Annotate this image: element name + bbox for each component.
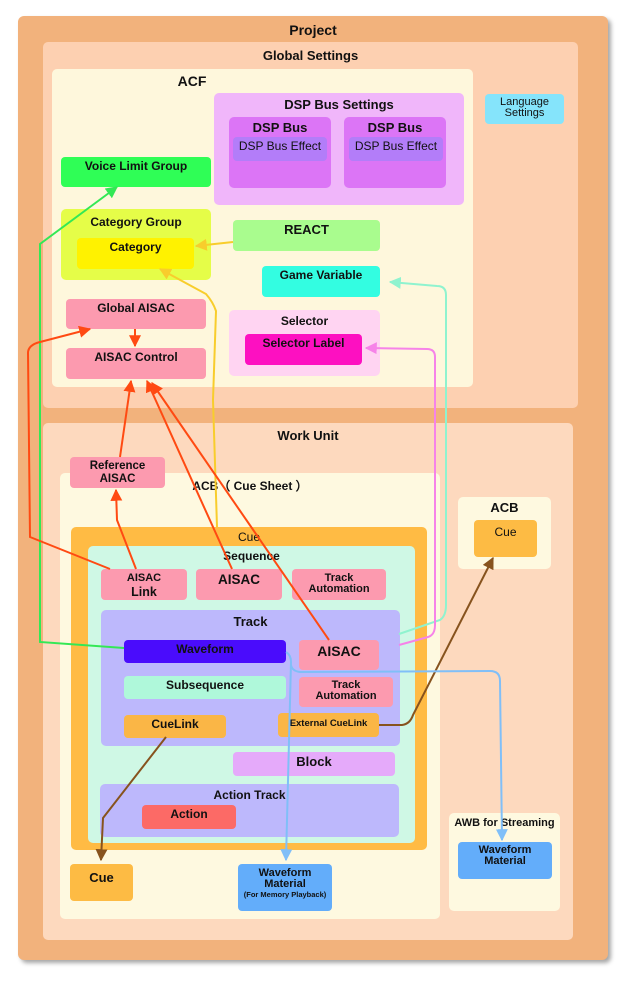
sequence-label: Sequence (223, 549, 280, 563)
cuelink-node[interactable]: CueLink (124, 715, 226, 738)
category-group-label: Category Group (90, 215, 182, 229)
awb-streaming-label: AWB for Streaming (454, 817, 555, 829)
global-settings-label: Global Settings (262, 48, 359, 63)
reference-aisac-node[interactable]: Reference AISAC (70, 457, 165, 488)
waveform-material-line1: Waveform (258, 867, 312, 879)
selector-label-heading: Selector (280, 314, 329, 328)
block-node[interactable]: Block (233, 752, 395, 776)
waveform-material-line3: (For Memory Playback) (243, 890, 327, 899)
track-label: Track (233, 614, 268, 629)
global-aisac-node[interactable]: Global AISAC (66, 299, 206, 329)
cue-label: Cue (237, 530, 260, 544)
track-track-automation-node[interactable]: Track Automation (299, 677, 393, 707)
category-node[interactable]: Category (77, 238, 194, 269)
action-track-label: Action Track (213, 788, 286, 802)
dsp-bus-effect-1[interactable]: DSP Bus Effect (233, 137, 327, 161)
dsp-bus-2-label: DSP Bus (367, 120, 423, 135)
reference-aisac-line2: AISAC (99, 473, 136, 485)
aisac-link-node[interactable]: AISAC Link (101, 569, 187, 600)
acb-cue-node[interactable]: Cue (474, 520, 537, 557)
track-aisac-node[interactable]: AISAC (299, 640, 379, 670)
aisac-link-line1: AISAC (126, 572, 162, 584)
reference-aisac-line1: Reference (89, 460, 146, 472)
selector-label-node[interactable]: Selector Label (245, 334, 362, 365)
language-settings-line1: Language (500, 96, 549, 108)
dsp-bus-settings-label: DSP Bus Settings (284, 97, 394, 112)
waveform-material-line2: Material (264, 878, 306, 890)
awb-material-line1: Waveform (478, 844, 532, 856)
track-automation-line2: Automation (315, 690, 377, 702)
acb-label: ACB (490, 500, 519, 515)
aisac-control-node[interactable]: AISAC Control (66, 348, 206, 379)
seq-track-automation-line2: Automation (308, 583, 370, 595)
acf-label: ACF (177, 73, 207, 89)
action-node[interactable]: Action (142, 805, 236, 829)
dsp-bus-effect-2[interactable]: DSP Bus Effect (349, 137, 443, 161)
work-unit-label: Work Unit (277, 428, 339, 443)
awb-waveform-material-node[interactable]: Waveform Material (458, 842, 552, 879)
dsp-bus-1-label: DSP Bus (252, 120, 308, 135)
awb-material-line2: Material (484, 855, 526, 867)
waveform-node[interactable]: Waveform (124, 640, 286, 663)
subsequence-node[interactable]: Subsequence (124, 676, 286, 699)
seq-track-automation-line1: Track (324, 572, 354, 584)
voice-limit-group-node[interactable]: Voice Limit Group (61, 157, 211, 187)
project-label: Project (289, 22, 337, 38)
external-cuelink-node[interactable]: External CueLink (278, 713, 379, 737)
language-settings-line2: Settings (504, 107, 545, 119)
react-node[interactable]: REACT (233, 220, 380, 251)
sequence-aisac-node[interactable]: AISAC (196, 569, 282, 600)
game-variable-node[interactable]: Game Variable (262, 266, 380, 297)
waveform-material-memory-node[interactable]: Waveform Material (For Memory Playback) (238, 864, 332, 911)
standalone-cue-node[interactable]: Cue (70, 864, 133, 901)
sequence-track-automation-node[interactable]: Track Automation (292, 569, 386, 600)
language-settings-node[interactable]: Language Settings (485, 94, 564, 124)
aisac-link-line2: Link (131, 585, 157, 599)
